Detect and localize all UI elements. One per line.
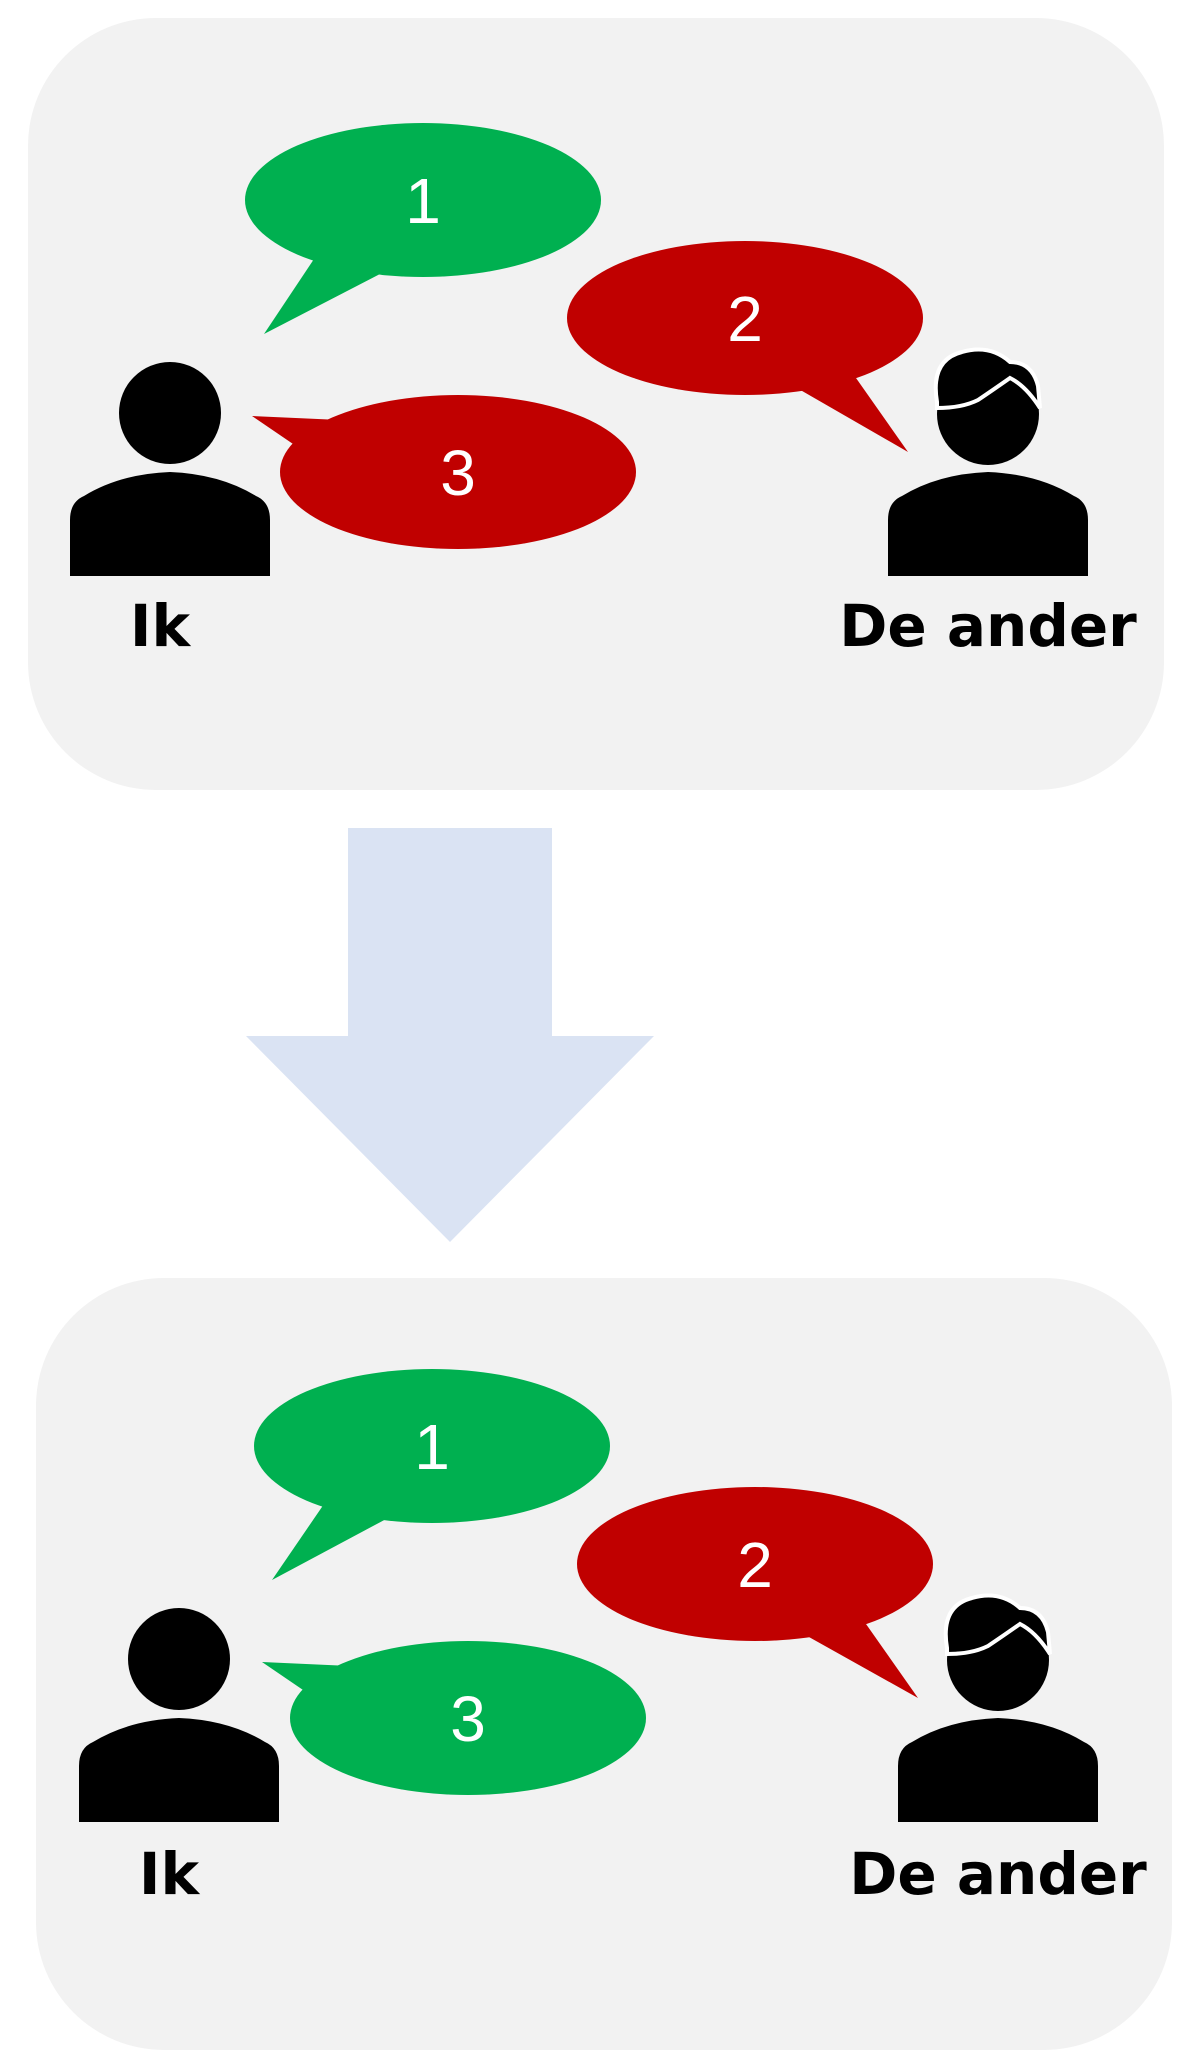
speech-bubble-3: 3 — [262, 1641, 646, 1795]
speech-bubble-2: 2 — [567, 241, 923, 452]
bubble-number: 3 — [440, 437, 476, 509]
bubble-body — [280, 395, 636, 549]
bubble-tail — [272, 1504, 388, 1580]
down-arrow-icon — [246, 828, 654, 1242]
person-label-de-ander: De ander — [849, 1840, 1147, 1908]
person-label-ik: Ik — [139, 1840, 201, 1908]
panel-before: 1 2 3 Ik De ander — [28, 18, 1164, 790]
bubble-tail — [790, 378, 908, 452]
person-with-hair-icon — [898, 1593, 1098, 1822]
person-icon — [79, 1608, 279, 1822]
bubble-number: 3 — [450, 1683, 486, 1755]
bubble-tail — [252, 416, 340, 446]
bubble-number: 1 — [414, 1411, 450, 1483]
bubble-body — [567, 241, 923, 395]
bubble-body — [245, 123, 601, 277]
speech-bubble-1: 1 — [254, 1369, 610, 1580]
speech-bubble-2: 2 — [577, 1487, 933, 1698]
person-label-de-ander: De ander — [839, 592, 1137, 660]
bubble-tail — [264, 256, 380, 334]
bubble-body — [577, 1487, 933, 1641]
speech-bubble-1: 1 — [245, 123, 601, 334]
bubble-number: 1 — [405, 165, 441, 237]
person-label-ik: Ik — [130, 592, 192, 660]
speech-bubble-3: 3 — [252, 395, 636, 549]
bubble-number: 2 — [737, 1529, 773, 1601]
bubble-body — [290, 1641, 646, 1795]
bubble-body — [254, 1369, 610, 1523]
bubble-number: 2 — [727, 283, 763, 355]
bubble-tail — [262, 1662, 350, 1692]
bubble-tail — [800, 1624, 918, 1698]
panel-after: 1 2 3 Ik De ander — [36, 1278, 1172, 2050]
person-icon — [70, 362, 270, 576]
person-with-hair-icon — [888, 347, 1088, 576]
